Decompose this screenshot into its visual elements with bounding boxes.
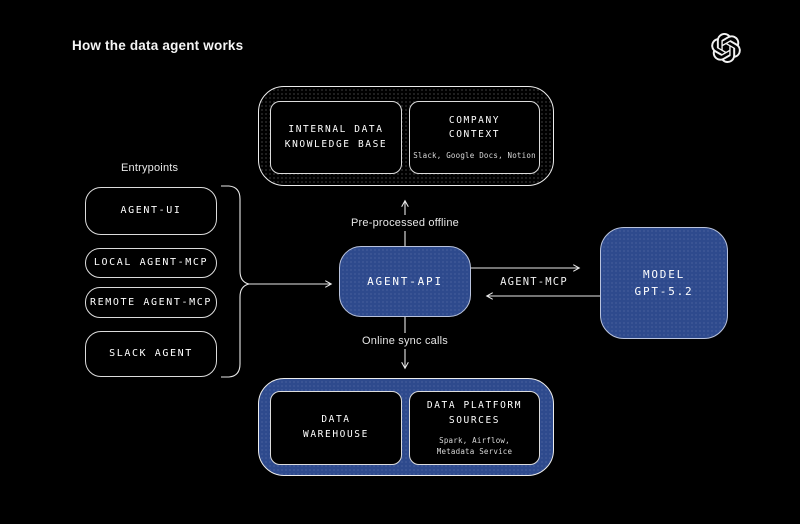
entrypoints-label: Entrypoints	[121, 162, 179, 174]
flow-label-agent-mcp: AGENT-MCP	[500, 276, 568, 288]
node-slack-agent: SLACK AGENT	[85, 331, 217, 377]
node-title-line: MODEL	[642, 267, 686, 281]
node-title: LOCAL AGENT-MCP	[93, 257, 209, 269]
node-title-line: DATA PLATFORM	[426, 399, 523, 411]
node-subtitle-line: Spark, Airflow,	[439, 436, 510, 446]
node-data-platform-sources: DATA PLATFORM SOURCES Spark, Airflow, Me…	[409, 391, 540, 465]
node-title-line: KNOWLEDGE BASE	[284, 138, 388, 150]
entrypoints-brace	[221, 185, 250, 378]
node-title: REMOTE AGENT-MCP	[90, 296, 212, 308]
node-title-line: DATA	[321, 414, 351, 426]
node-title-line: CONTEXT	[448, 129, 501, 141]
node-title: AGENT-API	[367, 274, 443, 288]
node-model-gpt-5-2: MODEL GPT-5.2	[600, 227, 728, 339]
node-internal-data-knowledge-base: INTERNAL DATA KNOWLEDGE BASE	[270, 101, 402, 174]
page-title: How the data agent works	[72, 38, 244, 53]
node-title-line: COMPANY	[448, 114, 501, 126]
node-title-line: SOURCES	[448, 414, 501, 426]
node-title-line: INTERNAL DATA	[288, 123, 384, 135]
node-subtitle: Slack, Google Docs, Notion	[413, 150, 536, 160]
knowledge-container: INTERNAL DATA KNOWLEDGE BASE COMPANY CON…	[258, 86, 554, 186]
openai-logo-icon	[711, 33, 741, 63]
node-agent-ui: AGENT-UI	[85, 187, 217, 235]
node-local-agent-mcp: LOCAL AGENT-MCP	[85, 248, 217, 278]
node-title: SLACK AGENT	[109, 348, 193, 360]
node-data-warehouse: DATA WAREHOUSE	[270, 391, 402, 465]
node-agent-api: AGENT-API	[339, 246, 471, 317]
node-subtitle-line: Metadata Service	[436, 446, 513, 456]
flow-label-pre-processed-offline: Pre-processed offline	[344, 215, 466, 231]
data-container: DATA WAREHOUSE DATA PLATFORM SOURCES Spa…	[258, 378, 554, 476]
node-title-line: GPT-5.2	[634, 285, 694, 298]
node-remote-agent-mcp: REMOTE AGENT-MCP	[85, 287, 217, 318]
node-title: AGENT-UI	[120, 205, 182, 217]
flow-label-online-sync-calls: Online sync calls	[355, 333, 455, 349]
node-title-line: WAREHOUSE	[303, 429, 369, 440]
node-company-context: COMPANY CONTEXT Slack, Google Docs, Noti…	[409, 101, 540, 174]
